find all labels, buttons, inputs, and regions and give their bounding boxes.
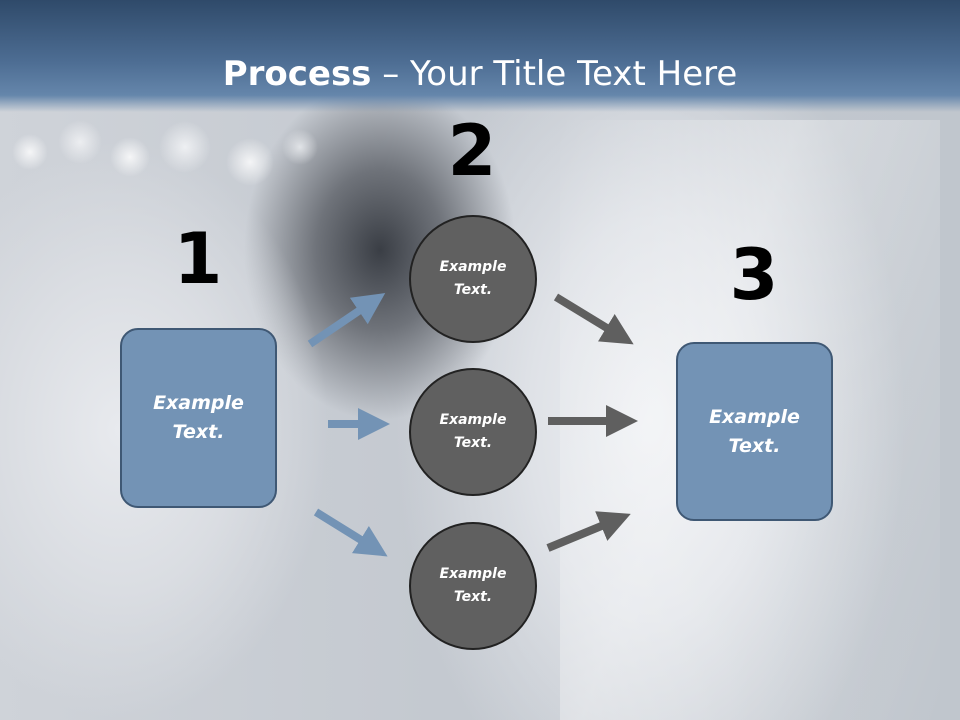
- tiara-decoration: [0, 112, 340, 222]
- circle-node-bottom[interactable]: Example Text.: [409, 522, 537, 650]
- left-process-box[interactable]: Example Text.: [120, 328, 277, 508]
- circle-node-middle[interactable]: Example Text.: [409, 368, 537, 496]
- circle-top-text: Example Text.: [439, 259, 507, 298]
- step-number-1: 1: [173, 218, 223, 300]
- arrow-top-to-right: [553, 293, 634, 345]
- circle-node-top[interactable]: Example Text.: [409, 215, 537, 343]
- right-process-box[interactable]: Example Text.: [676, 342, 833, 521]
- slide-title: Process – Your Title Text Here: [0, 52, 960, 96]
- circle-bottom-text: Example Text.: [439, 566, 507, 605]
- arrow-left-to-top: [307, 293, 386, 348]
- arrow-bottom-to-right: [546, 511, 631, 552]
- title-bar: [0, 0, 960, 112]
- left-box-text: Example Text.: [153, 392, 244, 443]
- title-rest: – Your Title Text Here: [371, 54, 738, 94]
- step-number-2: 2: [447, 110, 497, 192]
- title-bold: Process: [222, 54, 372, 94]
- arrow-left-to-bottom: [313, 508, 388, 557]
- right-box-text: Example Text.: [709, 405, 800, 457]
- circle-middle-text: Example Text.: [439, 412, 507, 451]
- step-number-3: 3: [729, 234, 779, 316]
